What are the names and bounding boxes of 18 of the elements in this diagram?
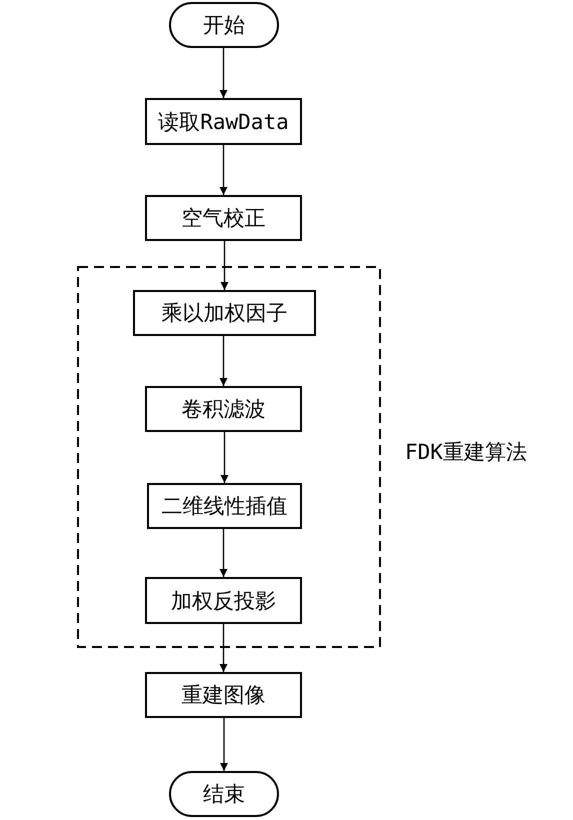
arrow <box>220 432 228 483</box>
terminal-box: 开始 <box>169 2 279 48</box>
process-box: 二维线性插值 <box>147 483 302 529</box>
process-box: 乘以加权因子 <box>133 290 316 336</box>
arrow <box>220 48 228 98</box>
terminal-box: 结束 <box>169 771 279 817</box>
arrow <box>220 718 228 771</box>
arrow <box>220 336 228 386</box>
process-box: 卷积滤波 <box>145 386 302 432</box>
arrow <box>220 145 228 195</box>
process-box: 读取RawData <box>145 98 302 145</box>
process-box: 空气校正 <box>145 195 302 241</box>
process-box: 加权反投影 <box>145 577 302 624</box>
process-box: 重建图像 <box>145 672 302 718</box>
arrow <box>220 241 228 290</box>
group-label: FDK重建算法 <box>405 439 527 466</box>
arrow <box>220 529 228 577</box>
arrow <box>220 624 228 672</box>
